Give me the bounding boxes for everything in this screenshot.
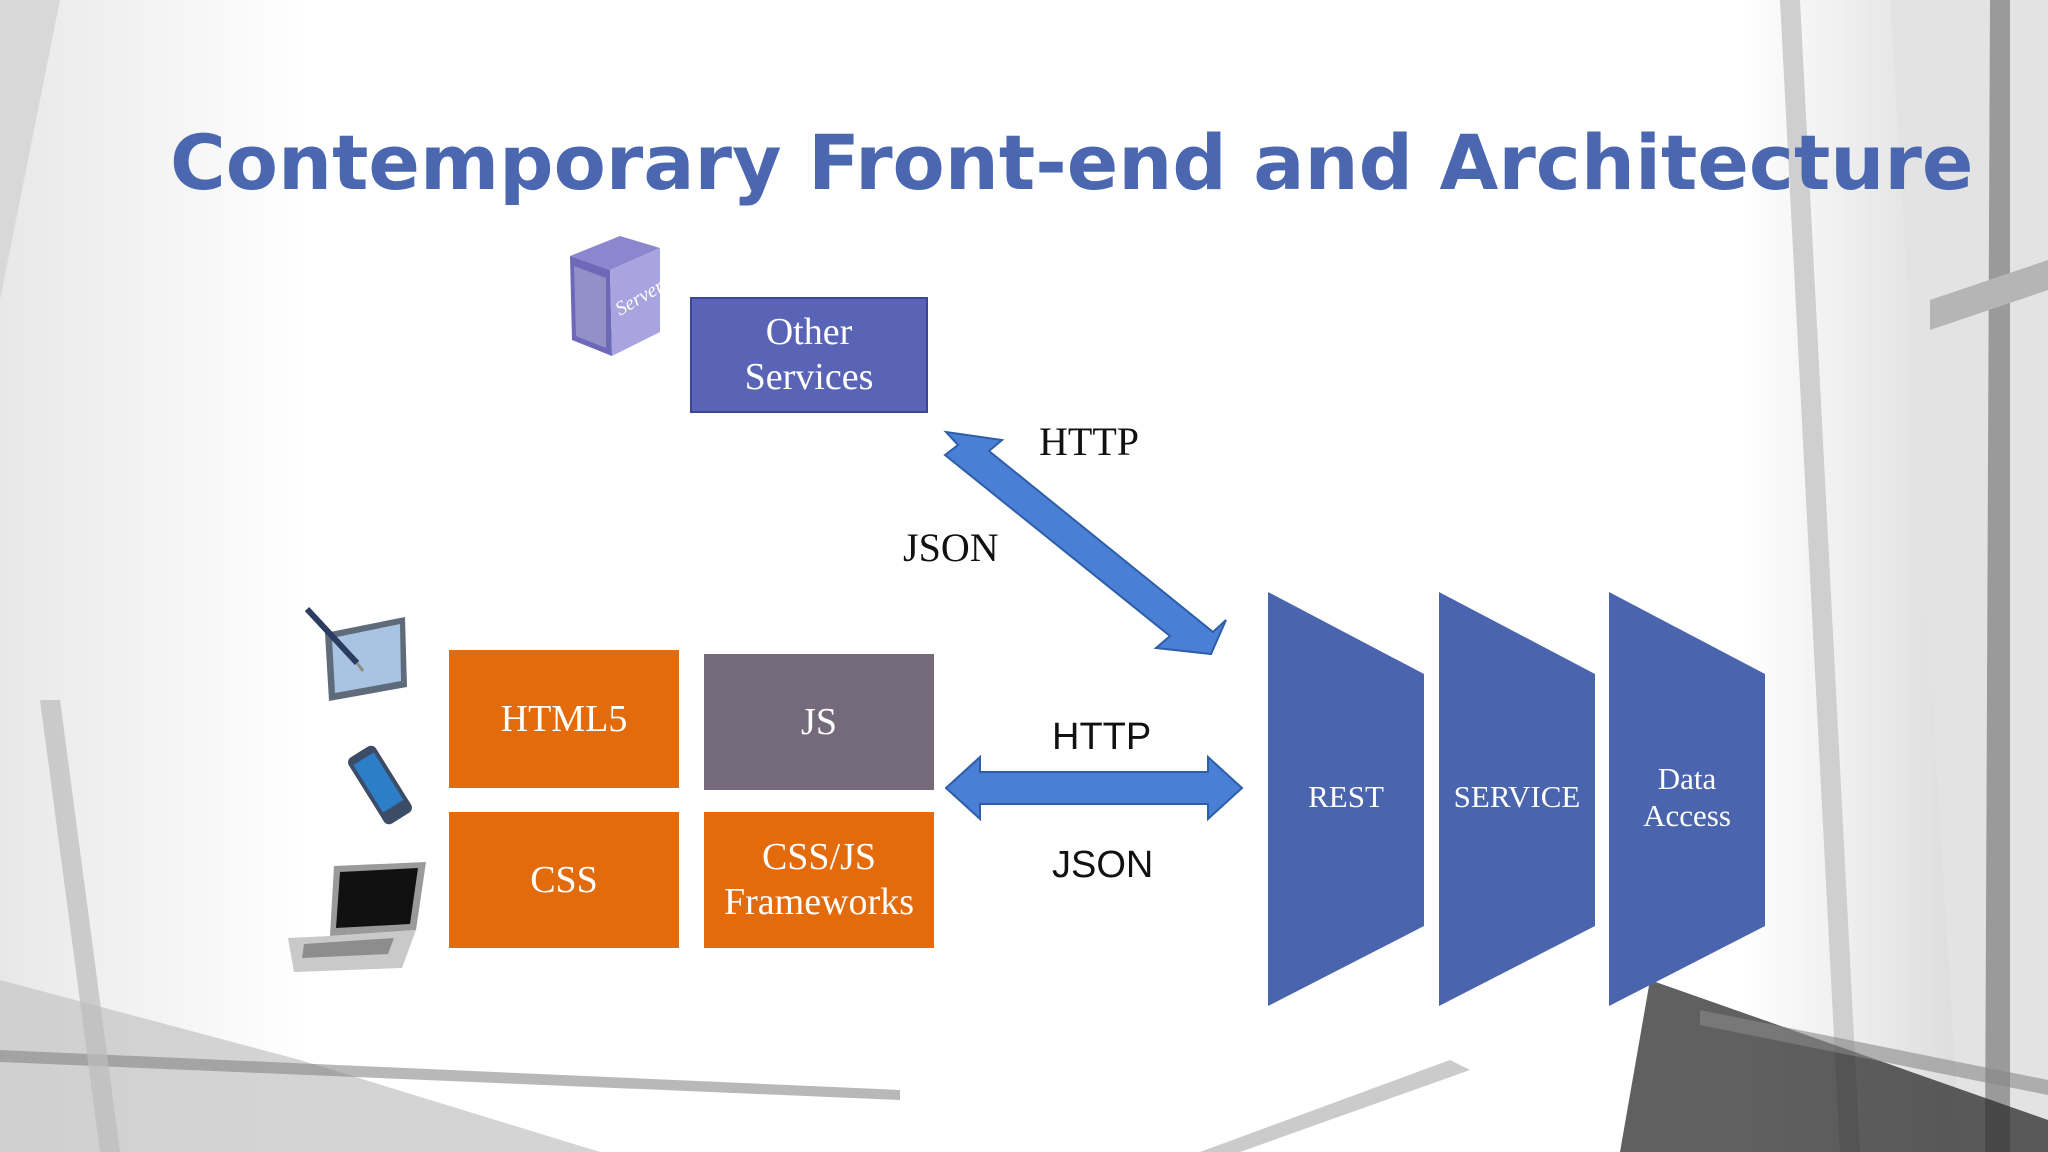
- html5-tile: HTML5: [449, 650, 679, 788]
- other-services-label: Other Services: [744, 311, 874, 398]
- server-box-icon: Server: [570, 236, 668, 356]
- css-tile: CSS: [449, 812, 679, 948]
- js-tile: JS: [704, 654, 934, 790]
- top-json-label: JSON: [903, 525, 999, 570]
- laptop-icon: [288, 862, 426, 972]
- tablet-stylus-icon: [305, 606, 407, 701]
- rest-label: REST: [1308, 779, 1384, 814]
- slide-title: Contemporary Front-end and Architecture: [170, 118, 1974, 207]
- css-js-frameworks-tile: CSS/JS Frameworks: [704, 812, 934, 948]
- bottom-json-label: JSON: [1052, 844, 1154, 886]
- smartphone-icon: [348, 745, 412, 825]
- top-http-label: HTTP: [1039, 419, 1139, 464]
- bottom-http-label: HTTP: [1052, 716, 1152, 758]
- other-services-box: Other Services: [690, 297, 928, 413]
- data-access-label: Data Access: [1643, 761, 1731, 834]
- js-label: JS: [801, 700, 837, 743]
- css-label: CSS: [530, 858, 598, 901]
- css-js-frameworks-label: CSS/JS Frameworks: [724, 836, 914, 923]
- html5-label: HTML5: [500, 697, 628, 740]
- service-label: SERVICE: [1453, 779, 1581, 814]
